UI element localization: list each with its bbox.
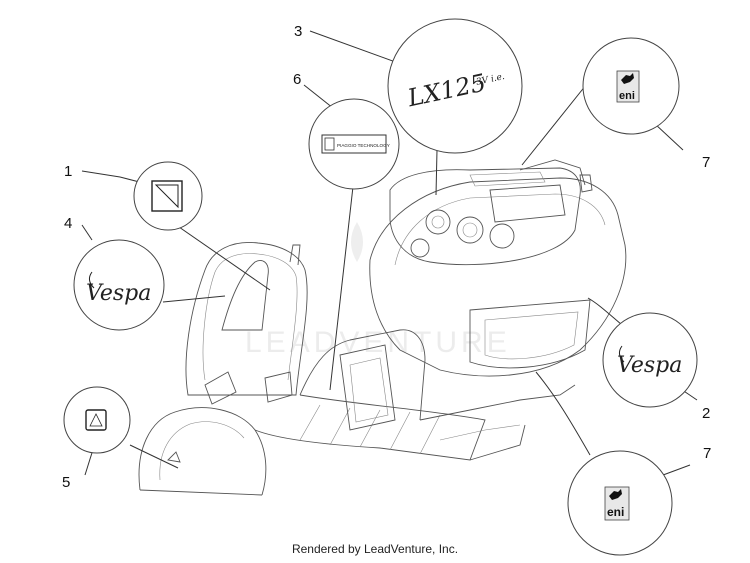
watermark-text: LEADVENTURE <box>245 326 511 359</box>
detail-circle-7-bottom: eni <box>567 450 673 556</box>
callout-3: 3 <box>294 23 302 40</box>
detail-circle-7-top: eni <box>582 37 680 135</box>
detail-circle-4: Vespa <box>73 239 165 331</box>
callout-1: 1 <box>64 163 72 180</box>
callout-2: 2 <box>702 405 710 422</box>
detail-circle-6: PIAGGIO TECHNOLOGY <box>308 98 400 190</box>
dog-logo-icon-2 <box>609 489 622 500</box>
detail-circle-2: Vespa <box>602 312 698 408</box>
eni-text: eni <box>619 90 635 102</box>
callout-7-bottom: 7 <box>703 445 711 462</box>
dog-logo-icon <box>621 73 634 84</box>
scooter-body <box>138 159 627 496</box>
detail-circle-1 <box>133 161 203 231</box>
piaggio-logo-icon <box>324 137 335 151</box>
detail-circle-3: LX125 3V i.e. <box>387 18 523 154</box>
vespa-logo-text-2: Vespa <box>617 353 682 378</box>
detail-circle-5 <box>63 386 131 454</box>
callout-5: 5 <box>62 474 70 491</box>
small-badge-icon <box>85 409 107 431</box>
piaggio-text: PIAGGIO TECHNOLOGY <box>337 143 390 148</box>
callout-7-top: 7 <box>702 154 710 171</box>
watermark-flame-icon <box>351 222 363 262</box>
footer-credit: Rendered by LeadVenture, Inc. <box>291 542 459 556</box>
callout-4: 4 <box>64 215 72 232</box>
piaggio-plate <box>321 134 387 154</box>
vespa-logo-text: Vespa <box>86 281 151 306</box>
callout-6: 6 <box>293 71 301 88</box>
callout-numbers: 1 2 3 4 5 6 7 7 <box>62 23 711 491</box>
eni-text-2: eni <box>607 505 624 519</box>
